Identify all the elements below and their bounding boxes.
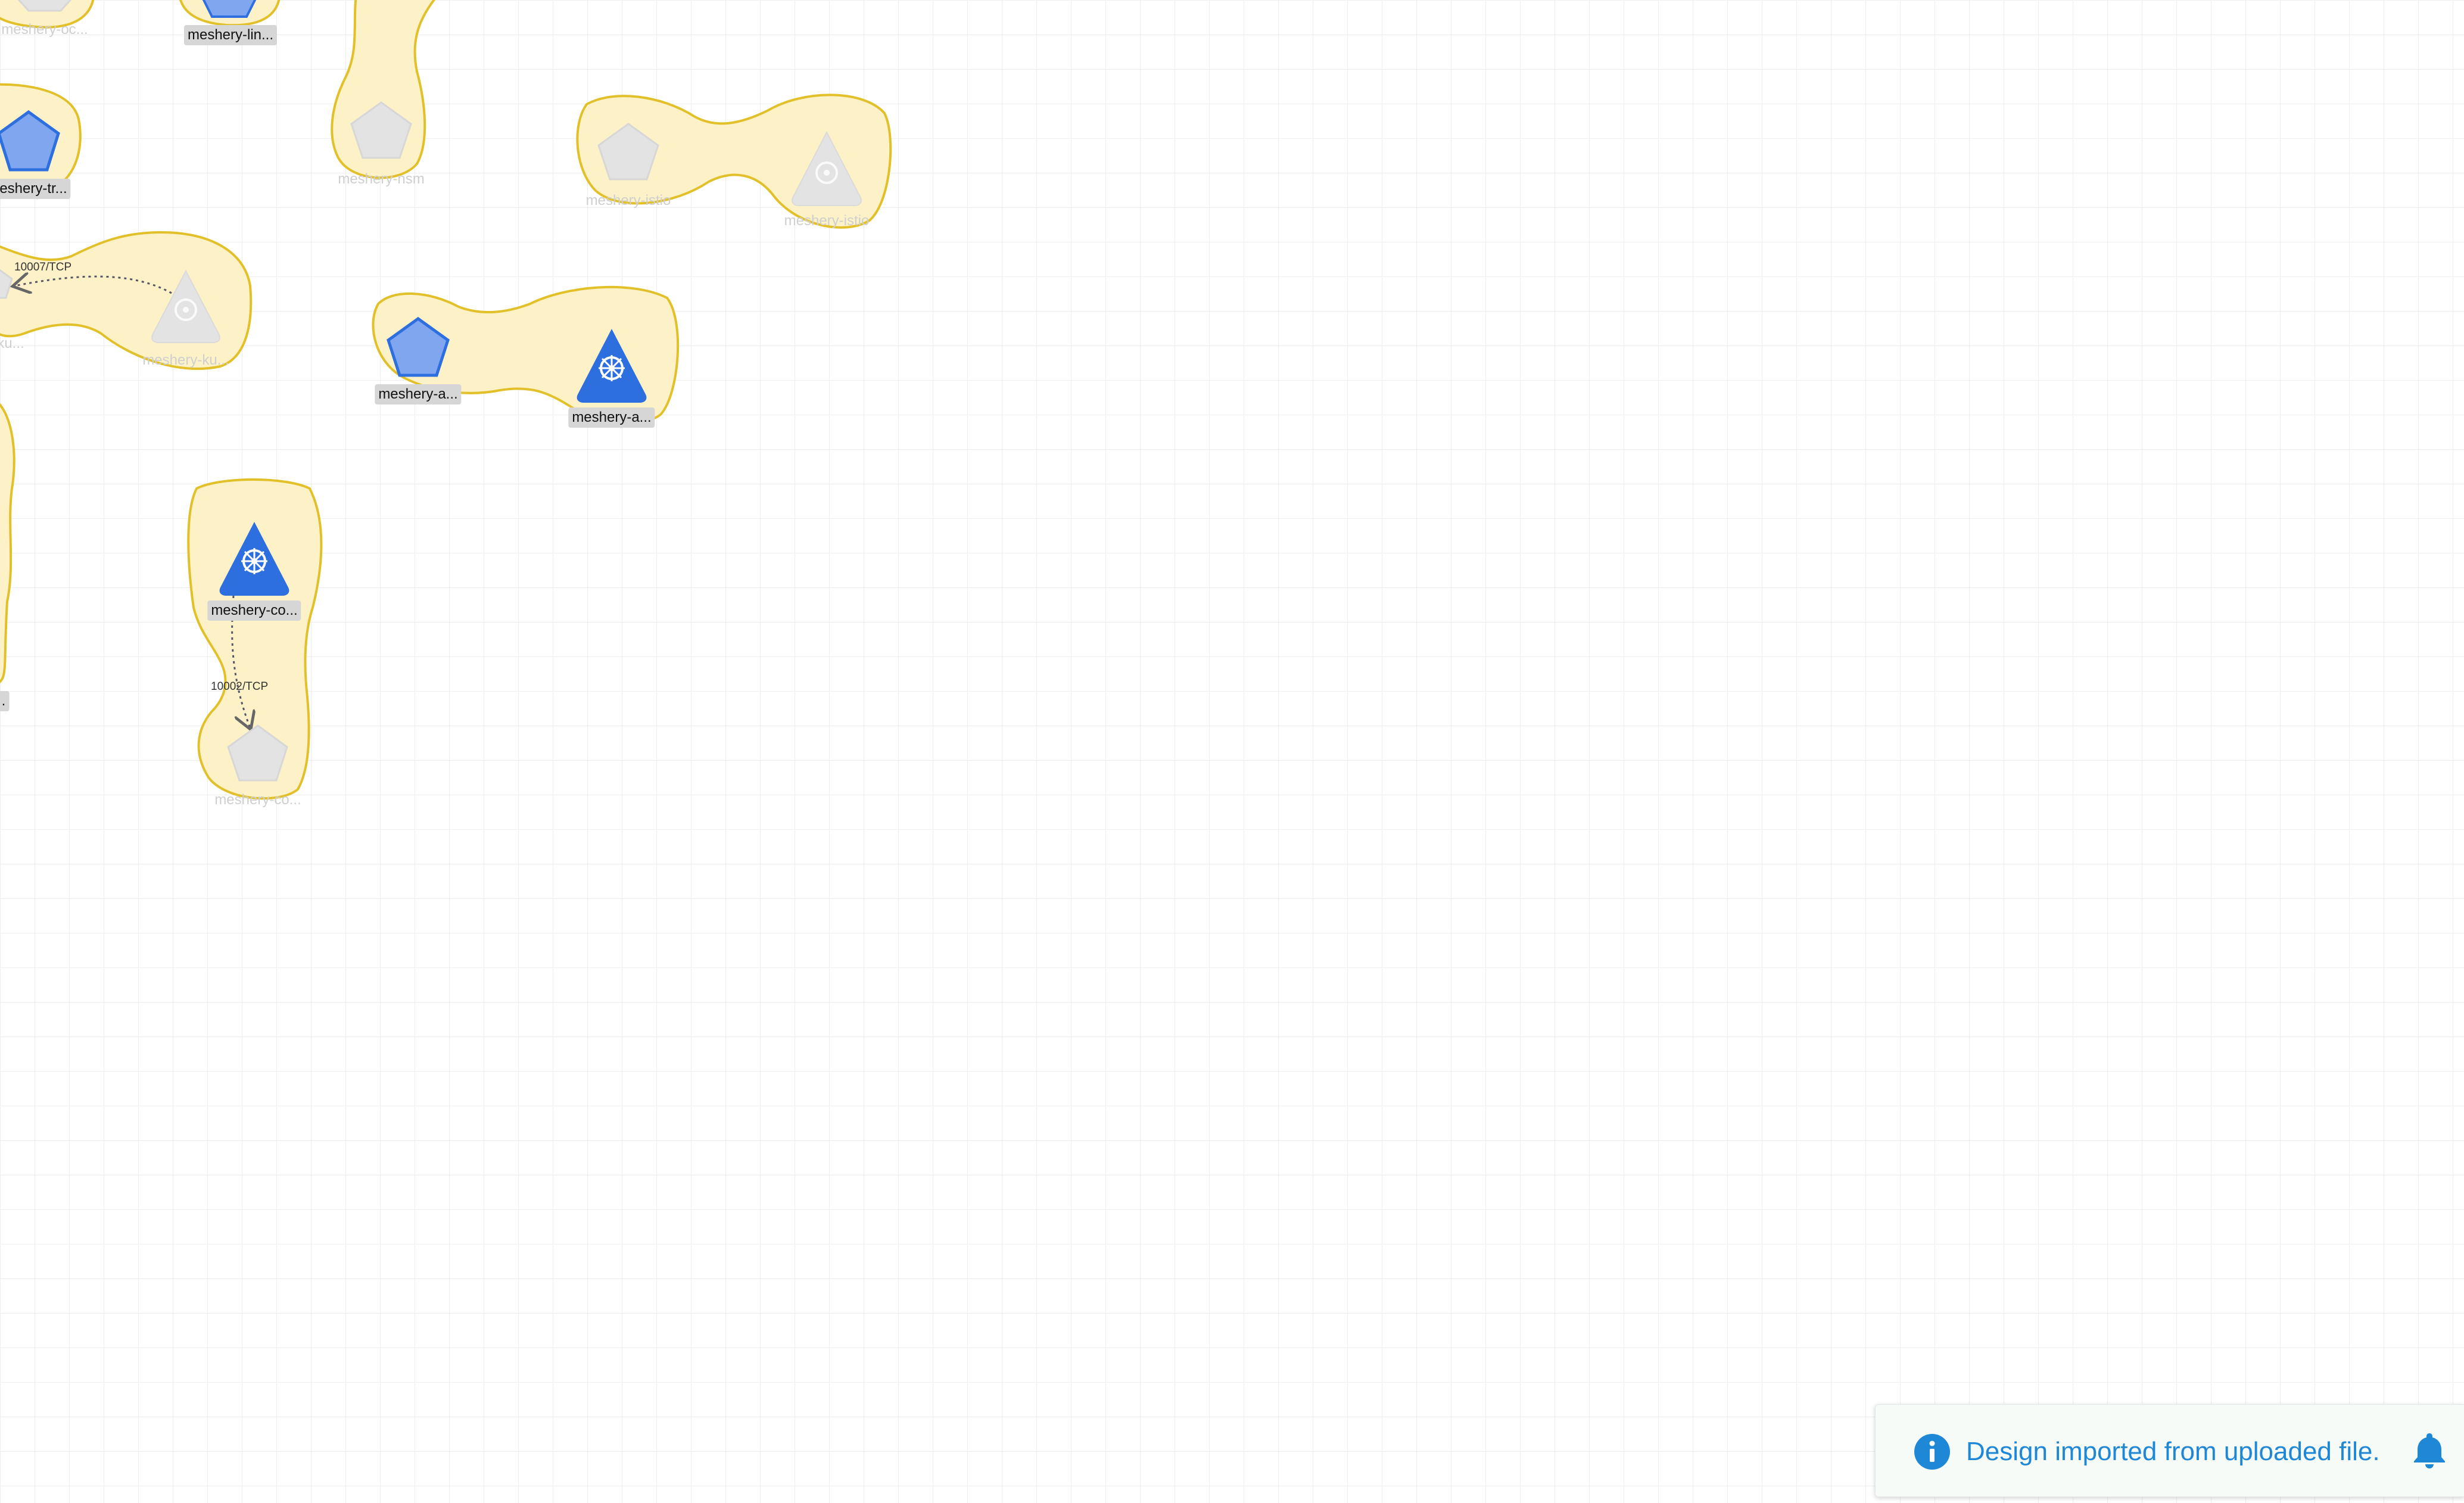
group-consul[interactable]	[187, 478, 323, 800]
node-k8s-istio-faded[interactable]	[792, 130, 862, 206]
node-label: meshery-istio	[784, 213, 870, 229]
node-label: meshery-lin...	[183, 25, 278, 45]
nodes	[0, 0, 862, 782]
group-top-left[interactable]	[0, 0, 95, 29]
node-label: meshery-nsm	[338, 171, 425, 187]
node-pentagon-nsm[interactable]	[350, 101, 412, 159]
node-pentagon-faded[interactable]	[17, 0, 72, 12]
node-label: meshery-a...	[568, 407, 655, 428]
info-icon	[1914, 1434, 1950, 1470]
edge-label: 10002/TCP	[211, 680, 269, 693]
node-pentagon-consul[interactable]	[227, 724, 288, 782]
node-label: eshery-tr...	[0, 179, 71, 199]
node-pentagon-traefik[interactable]	[0, 110, 60, 172]
node-label: meshery-istio	[585, 192, 671, 209]
node-label: meshery-co...	[214, 792, 301, 808]
group-kuma[interactable]	[0, 231, 253, 370]
node-label: meshery-ku...	[142, 352, 229, 368]
node-label: meshery-a...	[375, 384, 462, 404]
edge-kuma[interactable]	[14, 276, 172, 293]
bell-icon[interactable]	[2412, 1431, 2447, 1469]
group-left-edge[interactable]	[0, 399, 15, 685]
notification-toast: Design imported from uploaded file.	[1875, 1404, 2464, 1497]
toast-message: Design imported from uploaded file.	[1966, 1437, 2380, 1466]
node-label: meshery-co...	[207, 600, 301, 621]
node-pentagon-istio[interactable]	[597, 123, 659, 181]
node-pentagon-app-mesh[interactable]	[387, 316, 450, 377]
node-pentagon-linkerd[interactable]	[201, 0, 257, 18]
node-pentagon-kuma[interactable]	[0, 268, 13, 299]
edge-label: 10007/TCP	[14, 261, 72, 273]
node-label: .	[0, 691, 10, 711]
node-label: ku...	[0, 335, 24, 351]
node-label: meshery-oc...	[1, 21, 88, 38]
